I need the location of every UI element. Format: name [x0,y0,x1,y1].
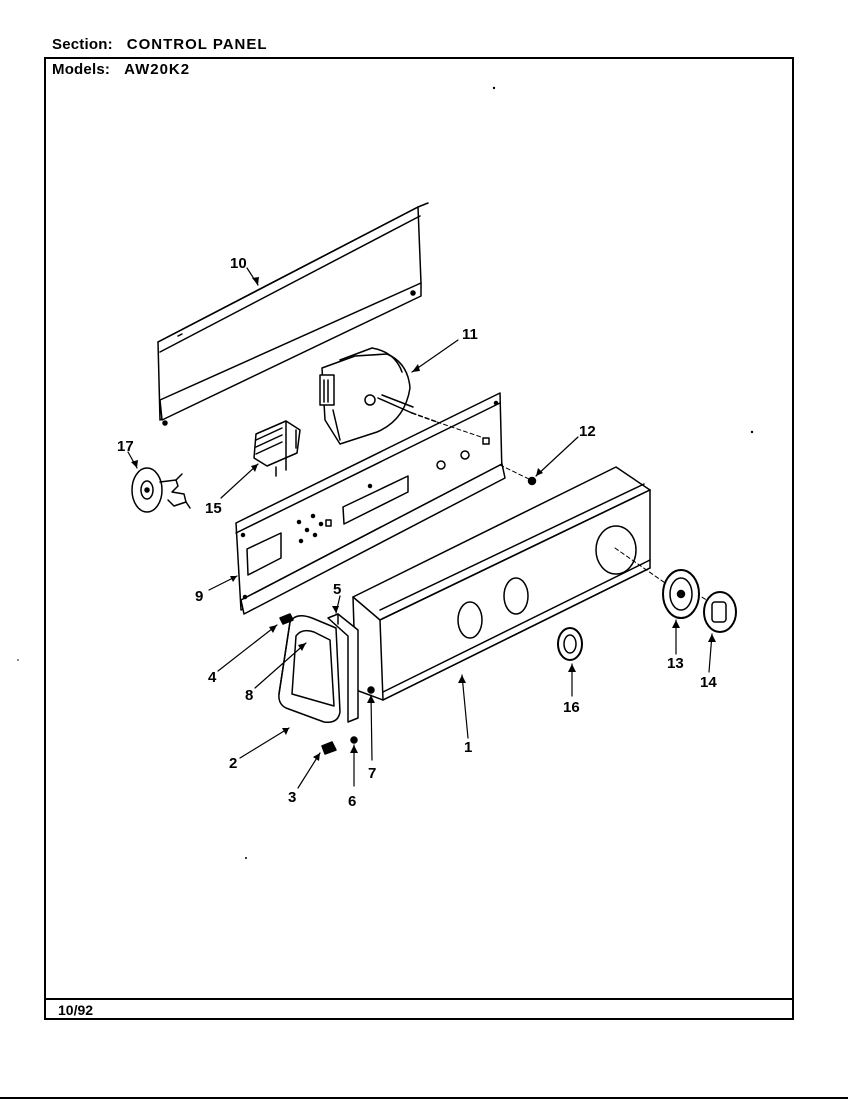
part-1-console-panel [352,466,651,701]
part-5-strip [327,613,359,723]
section-value: CONTROL PANEL [126,36,268,53]
part-4-clip [279,613,294,625]
part-13-knob-skirt [662,569,700,619]
models-header: Models: AW20K2 [52,61,190,79]
page-bottom-rule [0,1097,848,1099]
callout-3: 3 [288,789,296,806]
part-16-knob [557,627,583,661]
section-label: Section: [52,36,113,53]
diagram-frame [44,57,794,1020]
callout-12: 12 [579,423,596,440]
models-label: Models: [52,61,111,78]
part-2-housing [278,615,341,724]
part-7-screw [367,686,375,694]
callout-15: 15 [205,500,222,517]
callout-10: 10 [230,255,247,272]
part-11-timer [319,347,438,445]
callout-14: 14 [700,674,717,691]
callout-6: 6 [348,793,356,810]
part-12-screw [527,476,537,486]
part-14-knob [703,591,737,633]
part-15-switch [253,420,301,477]
callout-9: 9 [195,588,203,605]
part-6-pin [350,736,358,744]
callout-1: 1 [464,739,472,756]
callout-5: 5 [333,581,341,598]
callout-4: 4 [208,669,217,686]
callout-labels: 10 11 12 17 15 9 5 4 8 2 3 6 7 1 16 13 1… [117,255,717,810]
section-header: Section: CONTROL PANEL [52,36,268,54]
footer-date: 10/92 [58,1002,94,1018]
callout-11: 11 [462,326,478,343]
part-10-rear-cover [157,202,429,426]
callout-16: 16 [563,699,580,716]
callout-2: 2 [229,755,237,772]
footer-rule [44,998,794,1000]
part-17-selector-switch [131,467,191,513]
callout-7: 7 [368,765,376,782]
part-9-panel-backplate [235,392,506,615]
callout-13: 13 [667,655,684,672]
callout-8: 8 [245,687,253,704]
models-value: AW20K2 [124,61,191,78]
callout-17: 17 [117,438,134,455]
part-3-clip [321,741,337,755]
